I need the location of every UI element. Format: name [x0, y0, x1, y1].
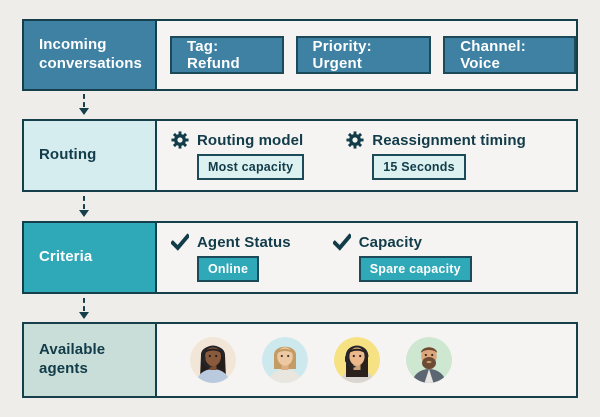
routing-model-feature: Routing model Most capacity [171, 131, 305, 180]
row-criteria: Criteria Agent Status Online Capacity [22, 221, 578, 294]
tag-chip: Tag: Refund [170, 36, 284, 74]
reassignment-timing-feature: Reassignment timing 15 Seconds [346, 131, 526, 180]
agent-avatar-3 [334, 337, 380, 383]
priority-chip: Priority: Urgent [295, 36, 432, 74]
criteria-content: Agent Status Online Capacity Spare capac… [157, 223, 576, 292]
capacity-title: Capacity [358, 233, 423, 251]
check-icon [332, 233, 351, 251]
gear-icon [171, 131, 189, 149]
criteria-label: Criteria [24, 223, 157, 292]
check-icon [171, 233, 189, 251]
flow-arrow-down-icon [76, 298, 92, 319]
channel-chip: Channel: Voice [443, 36, 576, 74]
capacity-value-chip: Spare capacity [358, 256, 472, 282]
agent-status-value-chip: Online [197, 256, 260, 282]
agent-avatar-1 [190, 337, 236, 383]
routing-model-title: Routing model [197, 131, 304, 149]
available-agents-label: Available agents [24, 324, 157, 396]
routing-label: Routing [24, 121, 157, 190]
gear-icon [346, 131, 364, 149]
capacity-feature: Capacity Spare capacity [332, 233, 472, 282]
incoming-conversations-label: Incoming conversations [24, 21, 157, 89]
flow-arrow-down-icon [76, 94, 92, 115]
agent-status-feature: Agent Status Online [171, 233, 291, 282]
agent-avatar-4 [406, 337, 452, 383]
routing-model-value-chip: Most capacity [197, 154, 305, 180]
available-agents-content [157, 324, 576, 396]
row-available-agents: Available agents [22, 322, 578, 398]
agent-avatar-2 [262, 337, 308, 383]
row-routing: Routing [22, 119, 578, 192]
reassignment-timing-title: Reassignment timing [372, 131, 526, 149]
agent-status-title: Agent Status [197, 233, 291, 251]
row-incoming-conversations: Incoming conversations Tag: Refund Prior… [22, 19, 578, 91]
routing-content: Routing model Most capacity [157, 121, 576, 190]
reassignment-timing-value-chip: 15 Seconds [372, 154, 466, 180]
incoming-conversations-content: Tag: Refund Priority: Urgent Channel: Vo… [157, 21, 576, 89]
flow-arrow-down-icon [76, 196, 92, 217]
